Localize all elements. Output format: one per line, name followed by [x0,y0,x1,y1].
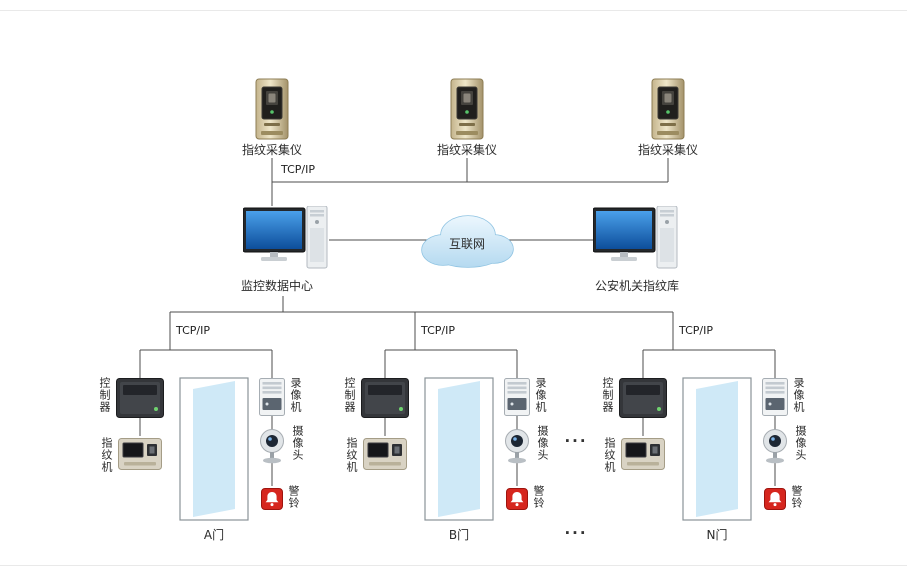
door-a-label: A门 [203,528,225,542]
alarm-bell-icon [507,489,528,510]
controller-icon [117,379,164,418]
tcpip-label-group-a: TCP/IP [176,324,210,337]
collector-label-2: 指纹采集仪 [436,143,497,157]
ellipsis-bottom: ... [564,520,588,538]
alarm-label: 警铃 [790,485,803,509]
fingerprint-collector-icon [652,79,684,139]
controller-label: 控制器 [98,377,111,413]
collector-label-1: 指纹采集仪 [241,143,302,157]
police-db-label: 公安机关指纹库 [594,279,679,293]
collector-label-3: 指纹采集仪 [637,143,698,157]
camera-label: 摄像头 [794,425,807,461]
camera-icon [764,430,787,464]
door-b-label: B门 [448,528,470,542]
internet-label: 互联网 [448,237,485,251]
camera-label: 摄像头 [536,425,549,461]
video-recorder-icon [763,379,788,416]
connector-lines [139,158,776,486]
fingerprint-machine-icon [119,439,162,470]
video-recorder-icon [260,379,285,416]
camera-label: 摄像头 [291,425,304,461]
tcpip-label-top: TCP/IP [281,163,315,176]
tcpip-label-group-n: TCP/IP [679,324,713,337]
tcpip-label-group-b: TCP/IP [421,324,455,337]
video-recorder-icon [505,379,530,416]
door-n [682,377,752,521]
controller-label: 控制器 [601,377,614,413]
door-a [179,377,249,521]
alarm-label: 警铃 [532,485,545,509]
controller-icon [620,379,667,418]
fingerprint-collector-icon [256,79,288,139]
controller-label: 控制器 [343,377,356,413]
camera-icon [506,430,529,464]
fingerprint-machine-label: 指纹机 [100,437,113,473]
fingerprint-machine-icon [622,439,665,470]
fingerprint-machine-icon [364,439,407,470]
controller-icon [362,379,409,418]
door-b [424,377,494,521]
fingerprint-collector-icon [451,79,483,139]
camera-icon [261,430,284,464]
bottom-border-line [0,565,907,566]
fingerprint-machine-label: 指纹机 [603,437,616,473]
top-border-line [0,10,907,11]
data-center-icon [243,206,327,268]
data-center-label: 监控数据中心 [240,279,313,293]
door-n-label: N门 [706,528,728,542]
fingerprint-machine-label: 指纹机 [345,437,358,473]
recorder-label: 录像机 [534,377,547,413]
alarm-bell-icon [262,489,283,510]
recorder-label: 录像机 [792,377,805,413]
alarm-label: 警铃 [287,485,300,509]
recorder-label: 录像机 [289,377,302,413]
alarm-bell-icon [765,489,786,510]
internet-cloud-icon [421,215,514,268]
ellipsis-mid: ... [564,428,588,446]
police-db-icon [593,206,677,268]
